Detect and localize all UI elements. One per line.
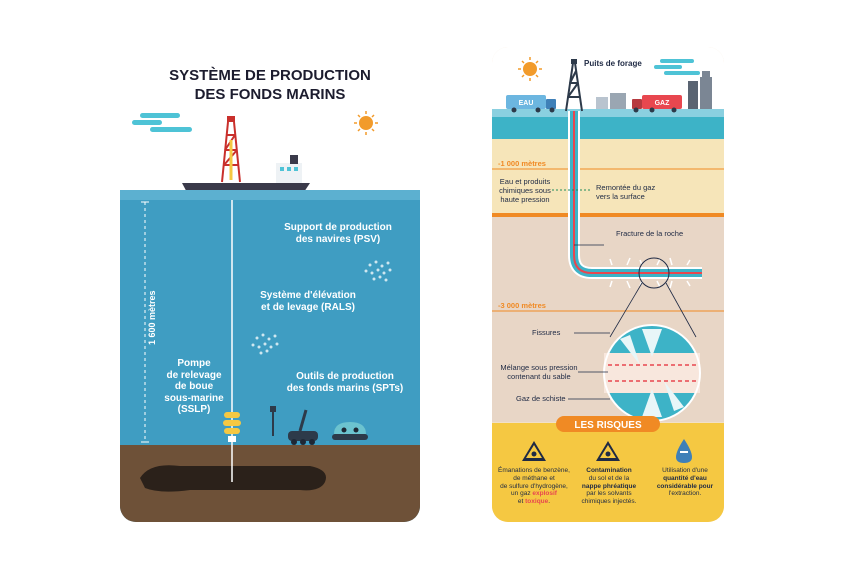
fish-school bbox=[251, 333, 279, 355]
sslp-label-line: (SSLP) bbox=[177, 404, 211, 415]
fracking-panel: EAU GAZ bbox=[492, 47, 724, 522]
psv-label-line: des navires (PSV) bbox=[295, 233, 381, 245]
well-label: Puits de forage bbox=[584, 59, 642, 68]
hazard-contamination-icon bbox=[596, 441, 620, 461]
sslp-label: Pompe de relevage de boue sous-marine (S… bbox=[156, 358, 232, 416]
risk-water-text: Utilisation d'une quantité d'eau considé… bbox=[648, 467, 722, 498]
risk-contamination-text: Contamination du sol et de la nappe phré… bbox=[572, 467, 646, 506]
risk-contamination-line: du sol et de la bbox=[588, 474, 630, 482]
sun-icon bbox=[354, 111, 378, 135]
derrick bbox=[565, 62, 583, 112]
injection-label: Eau et produits chimiques sous haute pre… bbox=[496, 177, 554, 204]
sslp-label-line: Pompe bbox=[177, 358, 211, 369]
shale-gas-label: Gaz de schiste bbox=[516, 394, 566, 403]
risk-gas-text-part: . bbox=[548, 498, 551, 506]
cloud-icon bbox=[654, 59, 700, 75]
spt-label-line: Outils de production bbox=[296, 371, 394, 382]
ship-illustration bbox=[182, 116, 310, 200]
risk-gas-line: de méthane et bbox=[513, 474, 555, 482]
risk-gas-highlight: toxique bbox=[525, 498, 549, 506]
gas-truck-label: GAZ bbox=[655, 100, 671, 107]
well-pipe bbox=[568, 111, 702, 279]
rals-label: Système d'élévation et de levage (RALS) bbox=[238, 290, 378, 313]
rals-label-line: Système d'élévation bbox=[260, 290, 356, 301]
depth-label: 1 600 mètres bbox=[147, 290, 157, 345]
fracking-scene: EAU GAZ bbox=[492, 47, 724, 522]
injection-label-line: Eau et produits bbox=[499, 177, 551, 186]
risk-contamination-line: nappe phréatique bbox=[581, 482, 637, 490]
rals-label-line: et de levage (RALS) bbox=[261, 301, 355, 313]
risk-contamination-line: Contamination bbox=[586, 467, 632, 474]
magnified-detail bbox=[603, 324, 701, 422]
risk-water-line: Utilisation d'une bbox=[662, 467, 708, 474]
sslp-label-line: sous-marine bbox=[164, 392, 224, 404]
depth-1000-label: -1 000 mètres bbox=[498, 159, 546, 168]
water-truck-label: EAU bbox=[519, 100, 534, 107]
left-title-line: DES FONDS MARINS bbox=[194, 86, 346, 103]
gas-rise-label-line: Remontée du gaz bbox=[596, 183, 656, 192]
sea-scene: 1 600 mètres bbox=[120, 190, 420, 522]
risk-gas-highlight: explosif bbox=[532, 490, 557, 498]
risk-gas-line: et toxique. bbox=[494, 498, 574, 506]
factory bbox=[596, 71, 712, 109]
sky-decoration bbox=[132, 111, 378, 200]
depth-3000-label: -3 000 mètres bbox=[498, 301, 546, 310]
risk-contamination-line: chimiques injectés. bbox=[581, 498, 637, 506]
seafloor-tools bbox=[270, 406, 368, 445]
water-drop-icon bbox=[676, 439, 692, 463]
cloud-icon bbox=[132, 113, 192, 132]
spt-label: Outils de production des fonds marins (S… bbox=[270, 371, 420, 394]
left-title: SYSTÈME DE PRODUCTION DES FONDS MARINS bbox=[150, 66, 390, 104]
fissures-label: Fissures bbox=[532, 328, 561, 337]
risk-gas-line: de sulfure d'hydrogène, bbox=[500, 482, 568, 490]
risk-water-line: quantité d'eau bbox=[663, 474, 707, 482]
sslp-label-line: de boue bbox=[174, 381, 214, 392]
gas-truck: GAZ bbox=[632, 95, 682, 113]
risk-gas-line: un gaz explosif bbox=[494, 490, 574, 498]
risk-contamination-line: par les solvants bbox=[586, 490, 632, 498]
gas-rise-label: Remontée du gaz vers la surface bbox=[596, 183, 676, 201]
injection-label-line: chimiques sous bbox=[499, 186, 551, 195]
risks-title: LES RISQUES bbox=[574, 420, 642, 431]
risk-gas-text-part: et bbox=[517, 498, 526, 506]
risk-gas-text: Émanations de benzène, de méthane et de … bbox=[494, 467, 574, 506]
risk-water-line: considérable pour bbox=[656, 482, 714, 490]
spt-label-line: des fonds marins (SPTs) bbox=[286, 382, 404, 394]
risk-water-line: l'extraction. bbox=[668, 490, 702, 498]
psv-label: Support de production des navires (PSV) bbox=[268, 222, 408, 245]
mix-label-line: Mélange sous pression bbox=[500, 363, 578, 372]
water-truck: EAU bbox=[506, 95, 556, 113]
fracture-label: Fracture de la roche bbox=[616, 229, 684, 238]
mix-label: Mélange sous pression contenant du sable bbox=[500, 363, 578, 381]
mix-label-line: contenant du sable bbox=[507, 372, 571, 381]
sslp-pump bbox=[223, 412, 241, 442]
risk-gas-line: Émanations de benzène, bbox=[498, 467, 570, 474]
fish-school bbox=[364, 260, 392, 282]
psv-label-line: Support de production bbox=[284, 222, 392, 233]
mud-pocket bbox=[140, 465, 326, 492]
risk-gas-text-part: un gaz bbox=[511, 490, 533, 498]
injection-label-line: haute pression bbox=[500, 195, 550, 204]
sun-icon bbox=[518, 57, 542, 81]
sslp-label-line: de relevage bbox=[166, 369, 222, 381]
gas-rise-label-line: vers la surface bbox=[596, 192, 645, 201]
sea-panel: 1 600 mètres bbox=[120, 190, 420, 522]
left-title-line: SYSTÈME DE PRODUCTION bbox=[169, 67, 371, 84]
hazard-gas-icon bbox=[522, 441, 546, 461]
